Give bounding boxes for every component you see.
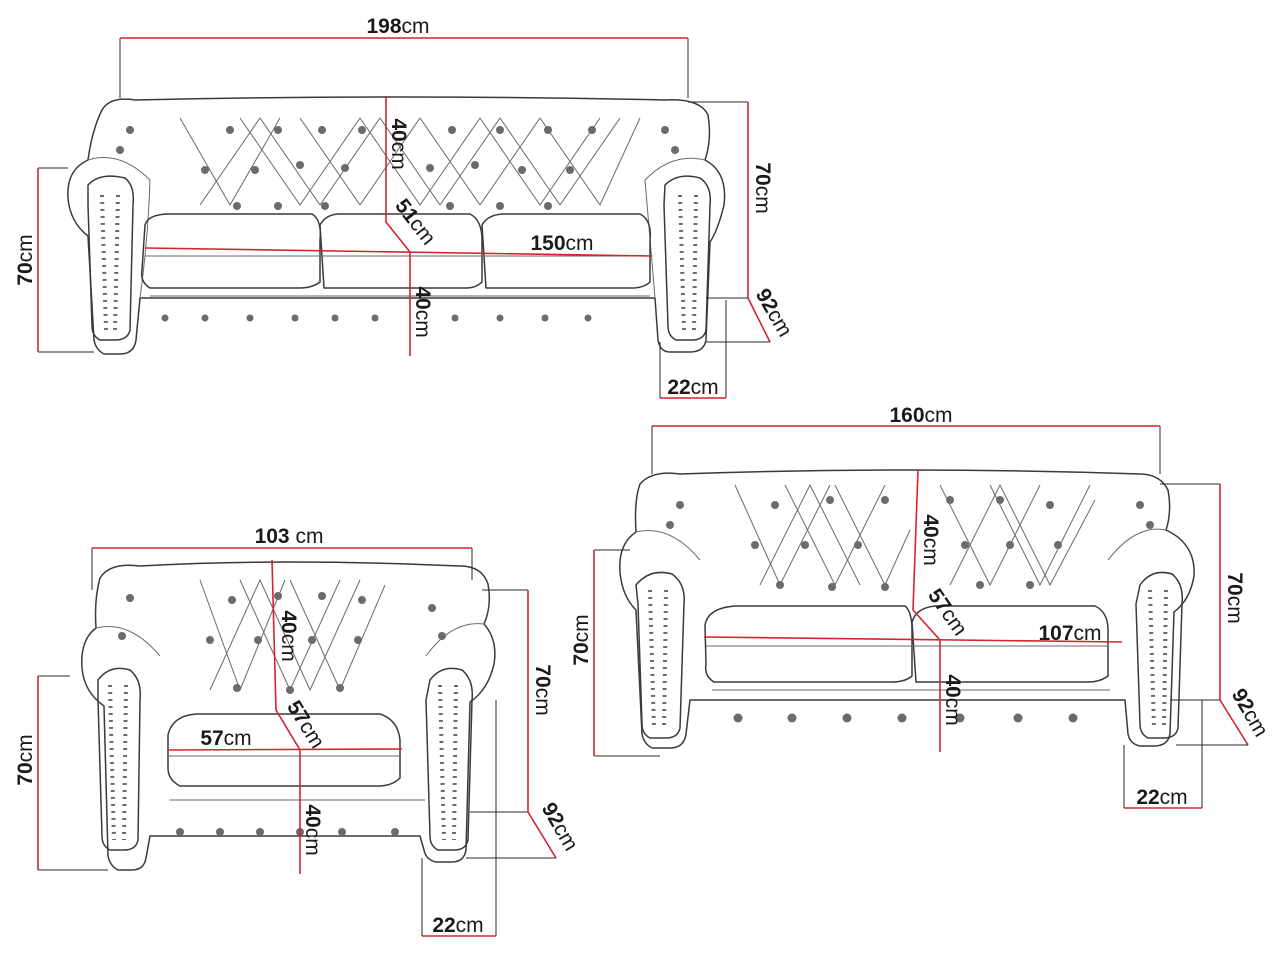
sofa2-arm-width-label: 22cm bbox=[1136, 786, 1187, 809]
sofa3-seat-depth-label: 51cm bbox=[390, 195, 440, 250]
sofa2-depth-label: 92cm bbox=[1227, 685, 1273, 741]
sofa2-width-label: 160cm bbox=[889, 404, 952, 427]
armchair-seat-height-label: 40cm bbox=[301, 804, 324, 855]
sofa2-arm-height-label: 70cm bbox=[1223, 572, 1246, 623]
sofa3-height-label: 70cm bbox=[14, 234, 37, 285]
sofa-2-seater: 160cm 70cm 70cm 40cm 57cm 107cm 40cm 92c… bbox=[570, 404, 1272, 809]
sofa2-back-height-label: 40cm bbox=[919, 514, 942, 565]
sofa3-seat-width-label: 150cm bbox=[530, 232, 593, 255]
armchair-arm-height-label: 70cm bbox=[531, 664, 554, 715]
sofa3-seat-height-label: 40cm bbox=[411, 286, 434, 337]
sofa3-arm-height-label: 70cm bbox=[751, 162, 774, 213]
sofa3-back-height-label: 40cm bbox=[387, 118, 410, 169]
sofa2-seat-width-label: 107cm bbox=[1038, 622, 1101, 645]
sofa-3-seater: 198cm 70cm 70cm 40cm 51cm 150cm 40cm 92c… bbox=[14, 15, 796, 399]
sofa2-seat-depth-label: 57cm bbox=[923, 585, 971, 640]
sofa2-seat-height-label: 40cm bbox=[941, 674, 964, 725]
armchair-depth-label: 92cm bbox=[537, 799, 583, 855]
sofa2-height-label: 70cm bbox=[570, 614, 593, 665]
armchair-arm-width-label: 22cm bbox=[432, 914, 483, 937]
armchair-back-height-label: 40cm bbox=[277, 610, 300, 661]
sofa3-width-label: 198cm bbox=[366, 15, 429, 38]
sofa3-depth-label: 92cm bbox=[751, 285, 797, 341]
tufting-buttons bbox=[116, 126, 679, 322]
armchair-seat-width-label: 57cm bbox=[200, 727, 251, 750]
sofa3-arm-width-label: 22cm bbox=[667, 376, 718, 399]
armchair-height-label: 70cm bbox=[14, 734, 37, 785]
sofa2-tufting-buttons bbox=[666, 496, 1154, 723]
armchair-width-label: 103 cm bbox=[255, 525, 324, 548]
armchair-seat-depth-label: 57cm bbox=[282, 697, 329, 753]
armchair: 103 cm 70cm 70cm 40cm 57cm 57cm 40cm 92c… bbox=[14, 525, 582, 937]
